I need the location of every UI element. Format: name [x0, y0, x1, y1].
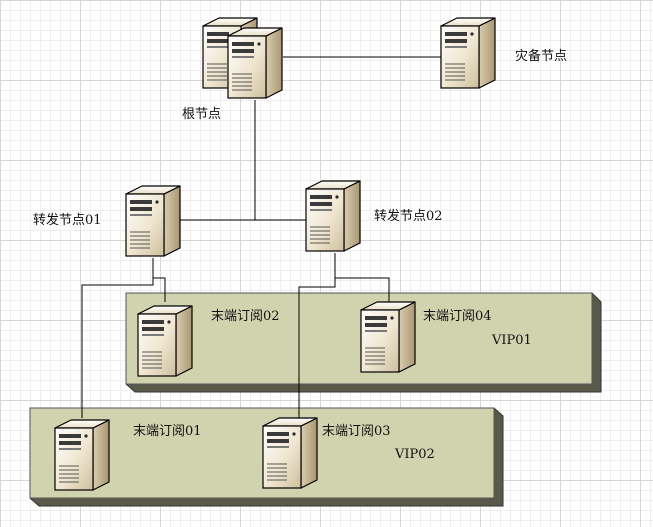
server-icon — [125, 185, 181, 257]
server-icon — [262, 417, 318, 489]
server-icon — [227, 27, 283, 99]
vip02-label: VIP02 — [394, 447, 435, 462]
forward-node-02-label: 转发节点02 — [374, 208, 443, 224]
server-icon — [54, 419, 110, 491]
vip01-box — [125, 292, 593, 385]
forward-node-01-label: 转发节点01 — [33, 212, 102, 228]
server-icon — [137, 305, 193, 377]
server-icon — [360, 301, 416, 373]
subscriber-03[interactable]: 末端订阅03 — [262, 417, 391, 489]
subscriber-01[interactable]: 末端订阅01 — [54, 419, 202, 491]
subscriber-01-label: 末端订阅01 — [133, 424, 202, 439]
subscriber-02-label: 末端订阅02 — [211, 309, 280, 324]
forward-node-01[interactable]: 转发节点01 — [33, 185, 181, 257]
backup-node-label: 灾备节点 — [515, 48, 567, 64]
server-icon — [305, 180, 361, 252]
subscriber-02[interactable]: 末端订阅02 — [137, 305, 280, 377]
link-forward02-sub04 — [334, 253, 390, 302]
server-icon — [440, 17, 496, 89]
connection-lines — [81, 56, 443, 418]
subscriber-03-label: 末端订阅03 — [322, 424, 391, 439]
root-node-label: 根节点 — [182, 107, 221, 122]
subscriber-04-label: 末端订阅04 — [423, 309, 492, 324]
vip01-label: VIP01 — [491, 333, 532, 348]
backup-node[interactable]: 灾备节点 — [440, 17, 567, 89]
root-node[interactable]: 根节点 — [182, 17, 283, 122]
subscriber-04[interactable]: 末端订阅04 — [360, 301, 492, 373]
link-forward01-sub02 — [152, 258, 166, 302]
forward-node-02[interactable]: 转发节点02 — [305, 180, 443, 252]
